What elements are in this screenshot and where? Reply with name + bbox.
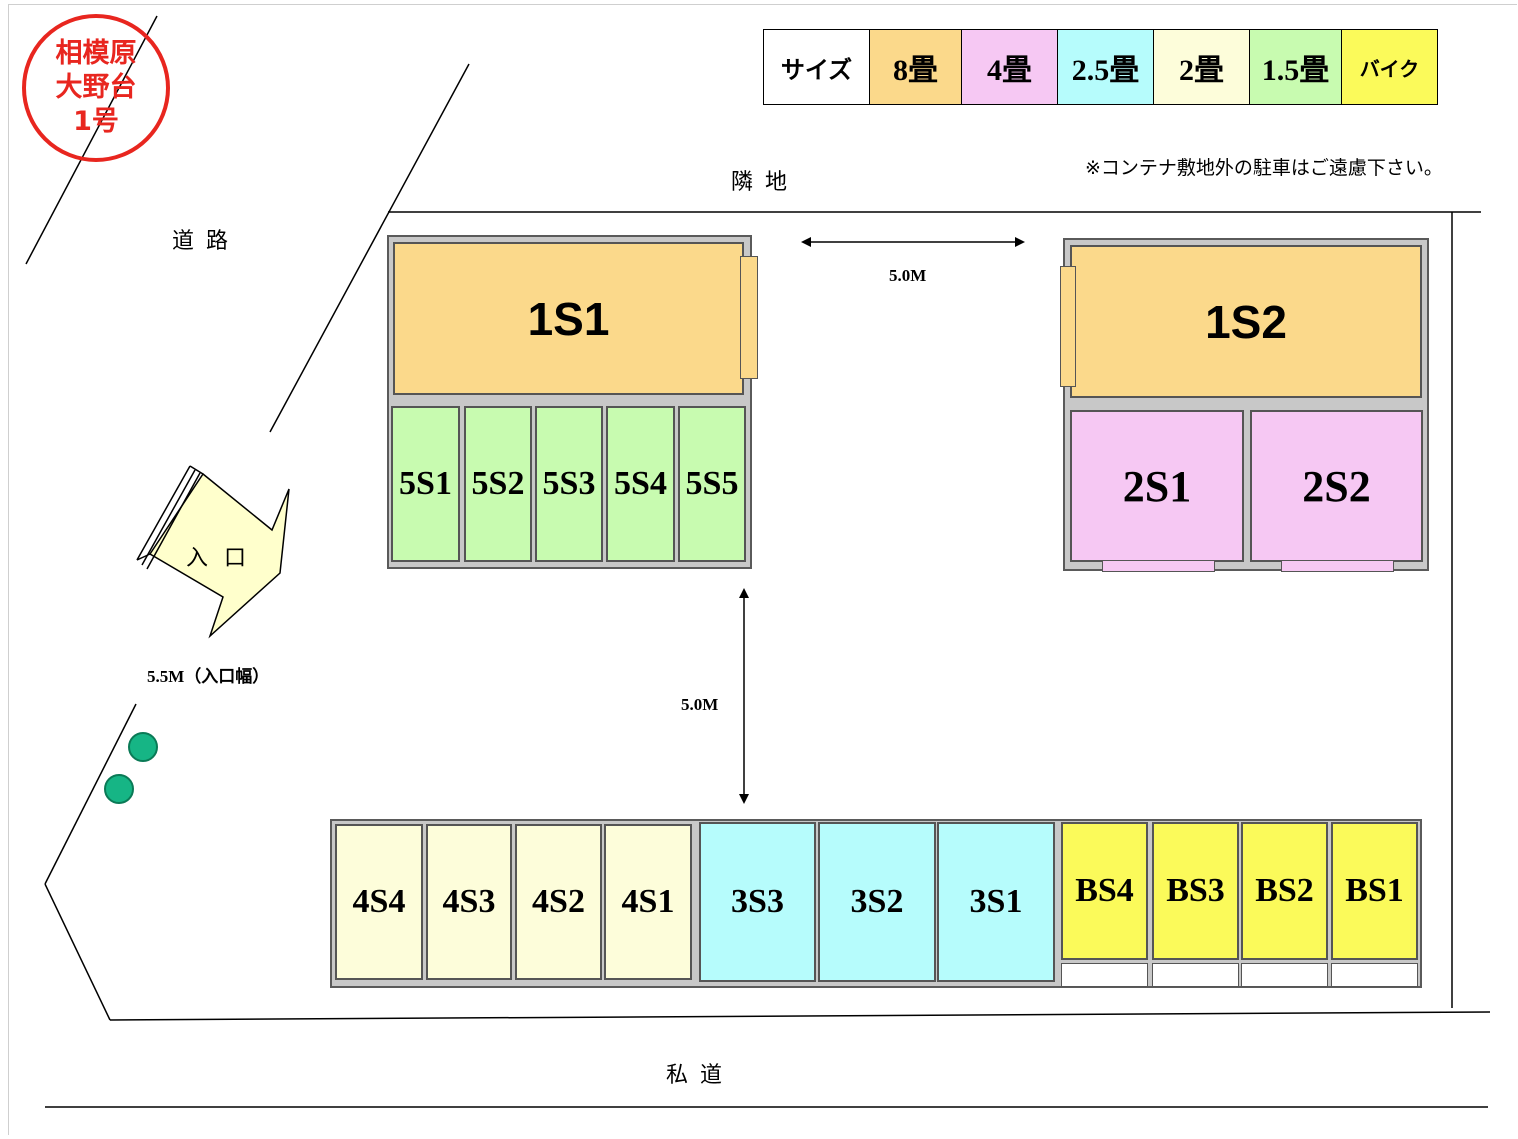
unit-4s4[interactable]: 4S4	[335, 824, 423, 980]
legend-4jo: 4畳	[962, 30, 1058, 104]
unit-4s3[interactable]: 4S3	[426, 824, 512, 980]
entrance-arrow	[148, 472, 290, 639]
unit-5s3[interactable]: 5S3	[535, 406, 603, 562]
boundary-left-lower	[44, 703, 137, 885]
legend-1-5jo: 1.5畳	[1250, 30, 1342, 104]
location-stamp: 相模原 大野台 1号	[22, 14, 170, 162]
unit-bs2[interactable]: BS2	[1241, 822, 1328, 960]
unit-4s2[interactable]: 4S2	[515, 824, 602, 980]
stamp-line-2: 大野台	[55, 72, 137, 103]
unit-5s2[interactable]: 5S2	[464, 406, 532, 562]
unit-3s1[interactable]: 3S1	[937, 822, 1055, 982]
unit-3s3[interactable]: 3S3	[699, 822, 816, 982]
parking-note: ※コンテナ敷地外の駐車はご遠慮下さい。	[1085, 157, 1443, 179]
legend-2jo: 2畳	[1154, 30, 1250, 104]
road-edge-mid	[269, 63, 470, 433]
unit-5s1[interactable]: 5S1	[391, 406, 460, 562]
entrance-width-label: 5.5M（入口幅）	[147, 667, 270, 686]
legend-2-5jo: 2.5畳	[1058, 30, 1154, 104]
bike-slot-apron	[1241, 963, 1328, 987]
unit-bs4[interactable]: BS4	[1061, 822, 1148, 960]
door-2s2	[1281, 560, 1394, 572]
road-label: 道路	[172, 229, 241, 254]
size-legend: サイズ 8畳 4畳 2.5畳 2畳 1.5畳 バイク	[763, 29, 1438, 105]
unit-2s1[interactable]: 2S1	[1070, 410, 1244, 562]
bike-slot-apron	[1331, 963, 1418, 987]
neighbor-land-label: 隣地	[731, 170, 800, 195]
unit-1s2[interactable]: 1S2	[1070, 245, 1422, 398]
unit-4s1[interactable]: 4S1	[604, 824, 692, 980]
unit-3s2[interactable]: 3S2	[818, 822, 936, 982]
legend-size-header: サイズ	[764, 30, 870, 104]
door-1s1	[740, 256, 758, 379]
legend-8jo: 8畳	[870, 30, 962, 104]
unit-1s1[interactable]: 1S1	[393, 242, 744, 395]
unit-2s2[interactable]: 2S2	[1250, 410, 1423, 562]
unit-bs3[interactable]: BS3	[1152, 822, 1239, 960]
legend-bike: バイク	[1342, 30, 1437, 104]
gap-vertical-label: 5.0M	[681, 695, 719, 714]
bike-slot-apron	[1061, 963, 1148, 987]
door-1s2	[1060, 266, 1076, 387]
bike-slot-apron	[1152, 963, 1239, 987]
stamp-line-3: 1号	[73, 106, 119, 137]
entrance-label: 入口	[186, 546, 263, 571]
gap-horizontal-label: 5.0M	[889, 266, 927, 285]
tree-icon	[104, 774, 134, 804]
unit-5s5[interactable]: 5S5	[678, 406, 746, 562]
boundary-left-corner	[44, 883, 111, 1021]
page-frame	[8, 4, 1517, 1135]
private-road-label: 私道	[666, 1063, 735, 1088]
unit-5s4[interactable]: 5S4	[606, 406, 675, 562]
boundary-bottom	[109, 1011, 1491, 1021]
tree-icon	[128, 732, 158, 762]
unit-bs1[interactable]: BS1	[1331, 822, 1418, 960]
door-2s1	[1102, 560, 1215, 572]
stamp-line-1: 相模原	[55, 38, 137, 69]
